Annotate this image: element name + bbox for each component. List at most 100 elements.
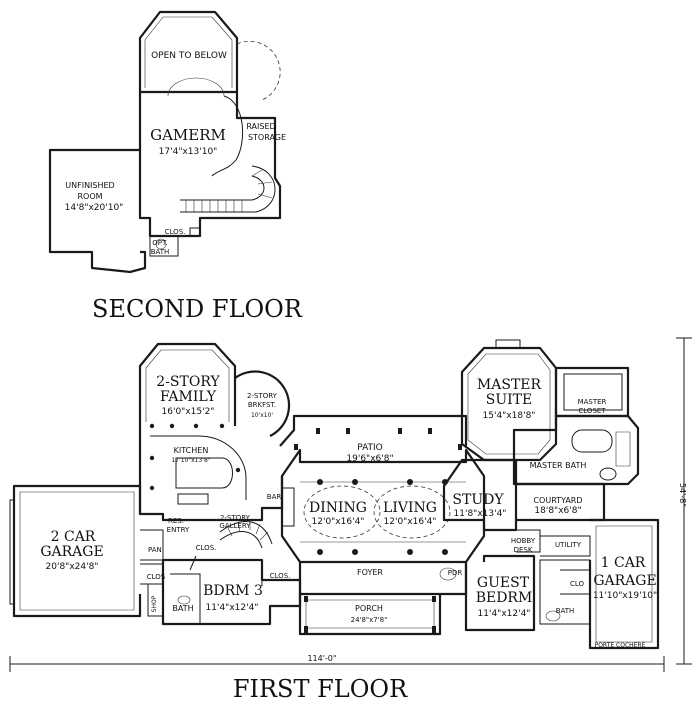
clo-label: CLO [570, 580, 585, 588]
kitchen-dim: 17'10"x13'8" [171, 457, 210, 464]
unfinished-room-walls [48, 148, 147, 274]
family-room-walls [138, 342, 237, 426]
res-entry-label-1: RES. [168, 517, 184, 525]
master-suite-label-1: MASTER [477, 377, 542, 393]
hobby-label-2: DESK [514, 546, 533, 554]
pantry-label: PAN. [148, 546, 164, 554]
gallery-label-1: 2-STORY [220, 514, 251, 522]
first-floor-title: FIRST FLOOR [233, 675, 408, 703]
opt-bath-label-2: BATH [151, 248, 170, 256]
gallery-label-2: GALLERY [219, 522, 251, 530]
gameroom-label: GAMERM [150, 126, 226, 144]
courtyard-walls [516, 482, 606, 522]
bar-label: BAR [267, 493, 282, 501]
two-car-garage-label-2: GARAGE [40, 544, 103, 560]
raised-storage-label-1: RAISED [246, 122, 275, 131]
patio-dim: 19'6"x6'8" [346, 454, 393, 464]
master-tub [571, 429, 613, 453]
family-dim: 16'0"x15'2" [162, 407, 215, 417]
open-circle [236, 40, 281, 101]
hobby-label-1: HOBBY [511, 537, 536, 545]
two-car-garage-dim: 20'8"x24'8" [46, 562, 99, 572]
dining-living-walls [280, 448, 486, 564]
res-clos-label: CLOS. [196, 544, 217, 552]
courtyard-dim: 18'8"x6'8" [534, 506, 581, 516]
bedroom3-clos-label: CLOS. [270, 572, 291, 580]
gameroom-dim: 17'4"x13'10" [159, 147, 218, 157]
master-closet-label-1: MASTER [578, 398, 607, 406]
raised-storage-label-2: STORAGE [248, 133, 286, 142]
bedroom3-label: BDRM 3 [203, 583, 263, 599]
open-to-below-label: OPEN TO BELOW [151, 51, 227, 61]
powder-label: PDR [448, 569, 463, 577]
living-rug [373, 485, 451, 539]
brkfst-dim: 10'x10' [251, 412, 273, 419]
living-label: LIVING [383, 500, 437, 516]
depth-dimension [676, 337, 692, 665]
first-floor-plan: 2-STORY FAMILY 16'0"x15'2" 2-STORY BRKFS… [9, 337, 692, 703]
second-floor-stair [180, 165, 276, 213]
unfinished-room-dim: 14'8"x20'10" [65, 203, 124, 213]
two-car-garage-walls [12, 484, 142, 618]
brkfst-label-1: 2-STORY [247, 392, 278, 400]
breakfast-walls [234, 370, 291, 437]
study-walls [442, 458, 518, 532]
porch-label: PORCH [355, 604, 383, 613]
guest-bedroom-dim: 11'4"x12'4" [478, 609, 531, 619]
gallery-stair [219, 520, 273, 549]
family-label-1: 2-STORY [156, 374, 220, 390]
guest-bedroom-walls [464, 554, 536, 632]
courtyard-label: COURTYARD [533, 496, 582, 505]
porte-cochere-label: PORTE COCHERE [595, 642, 646, 649]
master-suite-dim: 15'4"x18'8" [483, 411, 536, 421]
study-label: STUDY [452, 492, 504, 508]
utility-label: UTILITY [555, 541, 582, 549]
dining-table [303, 485, 381, 539]
gameroom-walls [138, 90, 282, 238]
kitchen-block-walls [138, 426, 284, 522]
guest-bath-label: BATH [556, 607, 575, 615]
master-suite-label-2: SUITE [486, 392, 532, 408]
brkfst-label-2: BRKFST. [248, 401, 276, 409]
unfinished-room-label-1: UNFINISHED [65, 181, 114, 190]
second-floor-title: SECOND FLOOR [92, 295, 303, 323]
one-car-garage-label-1: 1 CAR [601, 555, 646, 571]
porch-dim: 24'8"x7'8" [351, 616, 388, 624]
width-dim-label: 114'-0" [307, 654, 336, 663]
dining-label: DINING [309, 500, 367, 516]
guest-bedroom-label-2: BEDRM [476, 590, 533, 606]
two-car-garage-label-1: 2 CAR [51, 529, 96, 545]
bedroom3-dim: 11'4"x12'4" [206, 603, 259, 613]
guest-bedroom-label-1: GUEST [477, 575, 530, 591]
res-entry-label-2: ENTRY [167, 526, 190, 534]
opt-bath-label-1: OPT. [152, 239, 167, 247]
one-car-garage-walls [588, 518, 660, 650]
second-clos-label: CLOS. [165, 228, 186, 236]
one-car-garage-dim: 11'10"x19'10" [593, 591, 657, 601]
patio-label: PATIO [357, 443, 383, 453]
open-to-below-walls [138, 10, 239, 92]
width-dimension [9, 656, 665, 672]
dining-dim: 12'0"x16'4" [312, 517, 365, 527]
family-label-2: FAMILY [160, 389, 217, 405]
master-closet-label-2: CLOSET [578, 407, 606, 415]
patio-columns [294, 428, 462, 450]
study-dim: 11'8"x13'4" [454, 509, 507, 519]
depth-dim-label: 54'-8" [678, 483, 687, 507]
foyer-walls [298, 562, 468, 596]
bath-label: BATH [172, 604, 193, 613]
hall-columns [317, 479, 448, 555]
garage-clos-label: CLOS [147, 573, 166, 581]
kitchen-label: KITCHEN [174, 446, 209, 455]
patio-walls [279, 414, 468, 447]
porch-walls [298, 594, 442, 636]
shop-label: SHOP [151, 595, 158, 612]
one-car-garage-label-2: GARAGE [593, 573, 656, 589]
unfinished-room-label-2: ROOM [77, 192, 102, 201]
living-dim: 12'0"x16'4" [384, 517, 437, 527]
second-floor-plan: OPEN TO BELOW GAMERM 17'4"x13'10" RAISED… [48, 10, 303, 323]
foyer-label: FOYER [357, 568, 383, 577]
master-bath-label: MASTER BATH [530, 461, 587, 470]
kitchen-island [175, 457, 233, 489]
